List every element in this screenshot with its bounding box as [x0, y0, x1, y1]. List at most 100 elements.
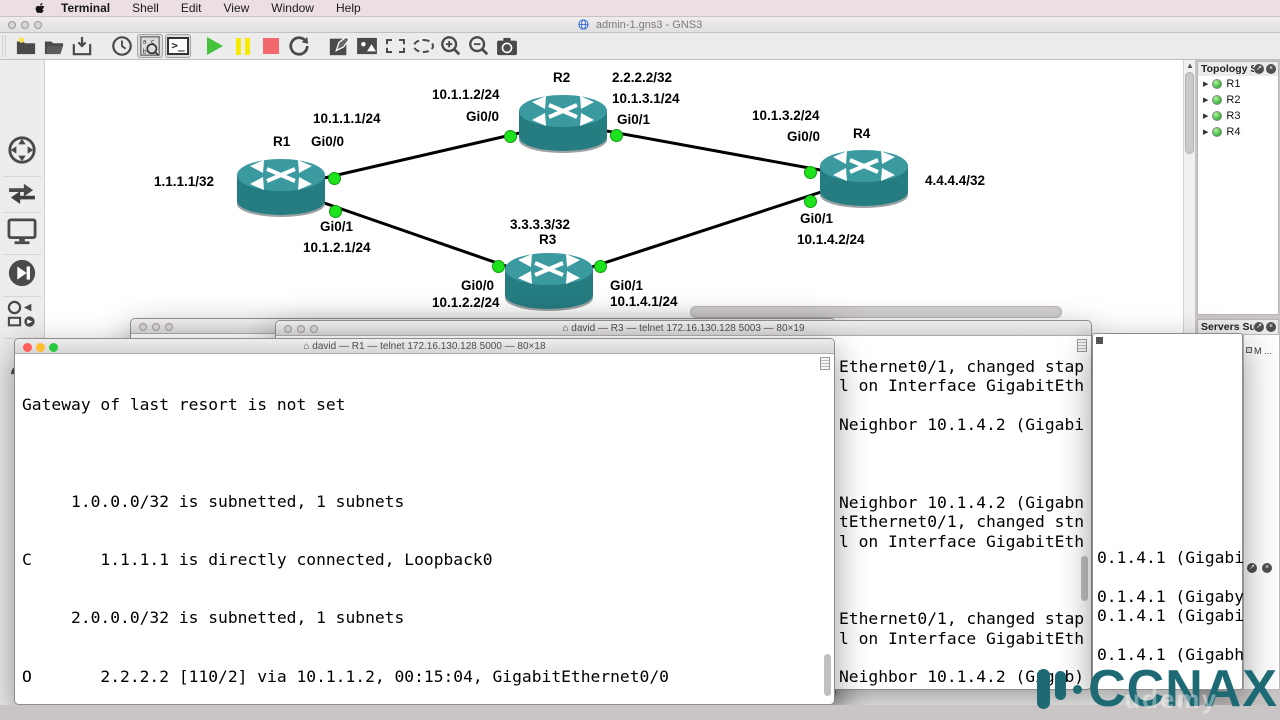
ip-label: 3.3.3.3/32 [510, 217, 571, 232]
edit-annotation-icon[interactable] [326, 34, 352, 58]
snapshot-clock-icon[interactable] [109, 34, 135, 58]
interface-label: Gi0/1 [610, 278, 644, 293]
expand-arrow-icon[interactable]: ▶ [1203, 81, 1209, 88]
terminal-r3-title: ⌂ david — R3 — telnet 172.16.130.128 500… [562, 323, 805, 334]
terminal-r3-titlebar[interactable]: ⌂ david — R3 — telnet 172.16.130.128 500… [276, 321, 1091, 336]
start-icon[interactable] [202, 34, 228, 58]
expand-arrow-icon[interactable]: ▶ [1203, 113, 1209, 120]
terminal-right-line: 0.1.4.1 (Gigabh [1097, 645, 1245, 664]
ccnax-logo: CCNAX udemy [1037, 660, 1278, 718]
open-project-icon[interactable] [41, 34, 67, 58]
interface-label: Gi0/1 [800, 211, 834, 226]
node-label: R2 [553, 70, 571, 85]
browse-security-devices-icon[interactable] [0, 258, 44, 293]
topology-summary-item-r4[interactable]: ▶R4 [1203, 126, 1241, 138]
float-panel-icon[interactable]: ↗ [1247, 563, 1257, 573]
globe-icon [578, 19, 589, 30]
terminal-r1-scrollbar[interactable] [824, 654, 831, 696]
close-window-button[interactable] [8, 21, 16, 29]
scroll-up-arrow[interactable]: ▲ [1186, 61, 1194, 70]
terminal-r3-scrollbar[interactable] [1081, 556, 1088, 601]
toolbar-grip[interactable] [2, 35, 8, 57]
expand-arrow-icon[interactable]: ▶ [1203, 129, 1209, 136]
minimize-button[interactable] [297, 325, 305, 333]
zoom-button[interactable] [310, 325, 318, 333]
close-button[interactable] [139, 323, 147, 331]
minimize-window-button[interactable] [21, 21, 29, 29]
topology-summary-panel: Topology Su... ↗ × ▶R1 ▶R2 ▶R3 ▶R4 [1197, 61, 1279, 315]
terminal-page-widget[interactable] [1077, 339, 1087, 352]
browse-switches-icon[interactable] [0, 180, 44, 209]
close-panel-icon[interactable]: × [1262, 563, 1272, 573]
router-r1[interactable] [236, 157, 326, 219]
terminal-window-right[interactable]: 0.1.4.1 (Gigabi 0.1.4.1 (Gigaby 0.1.4.1 … [1092, 333, 1245, 690]
node-label: R1 [273, 134, 291, 149]
terminal-r3-line: Neighbor 10.1.4.2 (Gigabn [839, 493, 1085, 512]
topology-summary-item-r1[interactable]: ▶R1 [1203, 78, 1241, 90]
menu-item-view[interactable]: View [223, 1, 250, 15]
close-panel-icon[interactable]: × [1266, 64, 1276, 74]
interface-dot-r2-gi01 [610, 129, 623, 142]
float-panel-icon[interactable]: ↗ [1254, 322, 1264, 332]
gns3-title-bar: admin-1.gns3 - GNS3 [0, 17, 1280, 33]
topology-summary-item-r3[interactable]: ▶R3 [1203, 110, 1241, 122]
menu-item-terminal[interactable]: Terminal [61, 1, 111, 15]
status-green-icon [1212, 111, 1223, 121]
interface-dot-r3-gi01 [594, 260, 607, 273]
browse-end-devices-icon[interactable] [0, 218, 44, 251]
console-connect-icon[interactable]: >_ [165, 34, 191, 58]
panel-buttons: ↗ × [1247, 563, 1274, 573]
stop-icon[interactable] [258, 34, 284, 58]
terminal-r1-output[interactable]: Gateway of last resort is not set 1.0.0.… [22, 356, 822, 702]
topology-summary-item-r2[interactable]: ▶R2 [1203, 94, 1241, 106]
insert-image-icon[interactable] [354, 34, 380, 58]
draw-rectangle-icon[interactable] [382, 34, 408, 58]
pause-icon[interactable] [230, 34, 256, 58]
terminal-window-r1[interactable]: ⌂ david — R1 — telnet 172.16.130.128 500… [14, 338, 835, 705]
browse-routers-icon[interactable] [0, 135, 44, 170]
minimize-button[interactable] [36, 343, 45, 352]
browse-all-devices-icon[interactable] [0, 300, 44, 335]
interface-dot-r4-gi01 [804, 195, 817, 208]
canvas-horizontal-scrollbar[interactable] [690, 306, 1062, 318]
float-panel-icon[interactable]: ↗ [1254, 64, 1264, 74]
close-panel-icon[interactable]: × [1266, 322, 1276, 332]
zoom-window-button[interactable] [34, 21, 42, 29]
menu-item-shell[interactable]: Shell [132, 1, 159, 15]
terminal-page-widget[interactable] [820, 357, 830, 370]
svg-text:c: c [151, 37, 155, 45]
terminal-r3-line: tEthernet0/1, changed stn [839, 512, 1085, 531]
servers-summary-panel: Servers Su... ↗ × [1197, 319, 1279, 334]
minimize-button[interactable] [152, 323, 160, 331]
zoom-in-icon[interactable] [438, 34, 464, 58]
menu-item-edit[interactable]: Edit [180, 1, 202, 15]
menu-item-window[interactable]: Window [271, 1, 314, 15]
servers-summary-header: Servers Su... ↗ × [1198, 320, 1278, 334]
save-project-icon[interactable] [69, 34, 95, 58]
terminal-line: O 2.2.2.2 [110/2] via 10.1.1.2, 00:15:04… [22, 666, 669, 686]
terminal-right-line: 0.1.4.1 (Gigabi [1097, 606, 1245, 625]
interface-dot-r1-gi00 [328, 172, 341, 185]
zoom-button[interactable] [165, 323, 173, 331]
logo-dot-icon [1073, 684, 1083, 694]
menu-item-help[interactable]: Help [335, 1, 361, 15]
draw-ellipse-icon[interactable] [410, 34, 436, 58]
close-button[interactable] [23, 343, 32, 352]
router-r4[interactable] [819, 148, 909, 210]
new-project-icon[interactable] [13, 34, 39, 58]
close-button[interactable] [284, 325, 292, 333]
screenshot-icon[interactable] [494, 34, 520, 58]
mini-panel-label: M ... [1254, 346, 1272, 356]
ip-label: 10.1.3.1/24 [612, 91, 680, 106]
interface-dot-r2-gi00 [504, 130, 517, 143]
node-label: R3 [539, 232, 557, 247]
expand-arrow-icon[interactable]: ▶ [1203, 97, 1209, 104]
router-r3[interactable] [504, 251, 594, 313]
zoom-button[interactable] [49, 343, 58, 352]
zoom-out-icon[interactable] [466, 34, 492, 58]
router-r2[interactable] [518, 93, 608, 155]
terminal-r1-titlebar[interactable]: ⌂ david — R1 — telnet 172.16.130.128 500… [15, 339, 834, 354]
apple-icon[interactable] [34, 2, 47, 15]
reload-icon[interactable] [286, 34, 312, 58]
